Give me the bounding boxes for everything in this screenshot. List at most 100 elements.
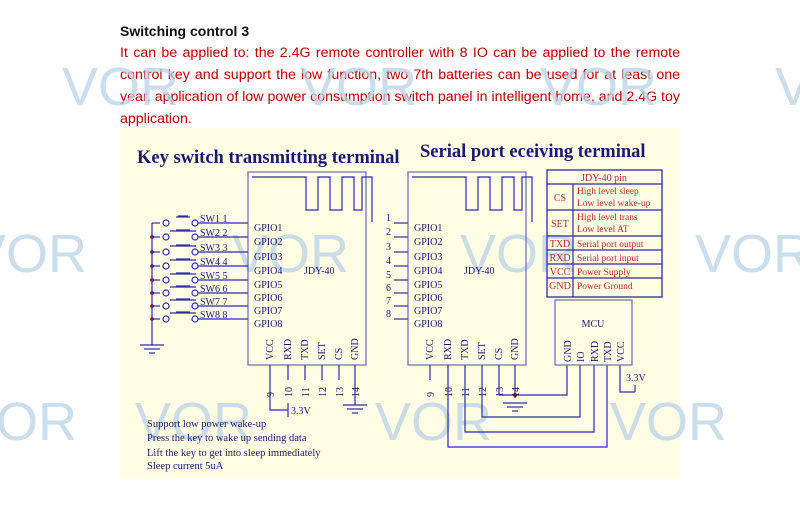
wire — [619, 365, 635, 393]
switch-contact — [191, 289, 199, 297]
switch-label: SW7 7 — [200, 297, 228, 308]
mcu-pin-label: RXD — [590, 341, 601, 362]
wire — [447, 365, 608, 448]
watermark: VOR — [300, 57, 417, 117]
voltage-label: 3.3V — [291, 406, 312, 417]
mcu-pin-label: GND — [563, 340, 574, 362]
diagram-panel — [120, 128, 680, 478]
bottom-pin-label: VCC — [265, 339, 276, 360]
switch-contact — [191, 262, 199, 270]
gpio-label: GPIO7 — [254, 306, 282, 317]
module-outline — [407, 171, 527, 366]
note-line: Sleep current 5uA — [147, 461, 224, 472]
table-desc: High level sleep — [577, 187, 639, 197]
watermark: VOR — [460, 224, 577, 284]
antenna-icon — [252, 176, 373, 222]
junction-dot — [513, 393, 517, 397]
table-pin: GND — [549, 281, 571, 292]
table-title: JDY-40 pin — [581, 173, 627, 184]
note-line: Lift the key to get into sleep immediate… — [147, 448, 321, 459]
switch-contact — [162, 262, 170, 270]
pin-table — [546, 169, 663, 298]
bottom-pin-number: 11 — [301, 387, 312, 397]
switch-contact — [162, 276, 170, 284]
table-pin: RXD — [549, 253, 570, 264]
gpio-label: GPIO3 — [414, 252, 442, 263]
bottom-pin-label: CS — [494, 348, 505, 360]
gpio-label: GPIO1 — [254, 223, 282, 234]
mcu-pin-label: IO — [576, 351, 587, 362]
bottom-pin-number: 13 — [335, 387, 346, 397]
switch-contact — [191, 233, 199, 241]
pin-number: 4 — [386, 256, 391, 267]
switch-contact — [162, 289, 170, 297]
bottom-pin-label: RXD — [283, 339, 294, 360]
voltage-label: 3.3V — [626, 373, 647, 384]
table-pin: TXD — [550, 239, 571, 250]
mcu-box — [554, 299, 633, 366]
table-desc: Serial port input — [577, 254, 639, 264]
table-border — [546, 169, 663, 298]
bottom-pin-number: 10 — [284, 387, 295, 397]
gpio-label: GPIO5 — [254, 280, 282, 291]
note-line: Support low power wake-up — [147, 419, 266, 430]
pin-number: 8 — [386, 309, 391, 320]
gpio-label: GPIO6 — [414, 293, 442, 304]
switch-contact — [162, 248, 170, 256]
gpio-label: GPIO6 — [254, 293, 282, 304]
table-desc: Serial port output — [577, 240, 644, 250]
switch-contact — [191, 315, 199, 323]
switch-label: SW8 8 — [200, 310, 228, 321]
bottom-pin-label: GND — [350, 338, 361, 360]
bottom-pin-number: 14 — [351, 387, 362, 397]
bottom-pin-number: 14 — [511, 387, 522, 397]
table-desc: Power Ground — [577, 282, 633, 292]
switch-label: SW3 3 — [200, 243, 228, 254]
watermark: VOR — [540, 57, 657, 117]
watermark: VOR — [775, 57, 800, 117]
bottom-pin-number: 11 — [461, 387, 472, 397]
bottom-pin-label: RXD — [443, 339, 454, 360]
pin-number: 3 — [386, 242, 391, 253]
gpio-label: GPIO8 — [254, 319, 282, 330]
bottom-pin-number: 13 — [495, 387, 506, 397]
table-desc: High level trans — [577, 213, 638, 223]
watermark: VOR — [232, 224, 349, 284]
bottom-pin-number: 9 — [426, 392, 437, 397]
gpio-label: GPIO7 — [414, 306, 442, 317]
watermark: VOR — [375, 392, 492, 452]
note-line: Press the key to wake up sending data — [147, 433, 307, 444]
left-title: Key switch transmitting terminal — [137, 148, 400, 168]
pin-number: 1 — [386, 213, 391, 224]
wire — [481, 365, 581, 418]
table-pin: VCC — [550, 267, 571, 278]
table-desc: Low level wake-up — [577, 199, 651, 209]
switch-label: SW5 5 — [200, 271, 228, 282]
bottom-pin-number: 9 — [266, 392, 277, 397]
bottom-pin-label: GND — [510, 338, 521, 360]
switch-contact — [162, 233, 170, 241]
switch-contact — [162, 302, 170, 310]
watermark: VOR — [695, 224, 800, 284]
mcu-label: MCU — [582, 319, 606, 330]
wire — [464, 365, 595, 433]
bottom-pin-number: 10 — [444, 387, 455, 397]
section-heading: Switching control 3 — [120, 23, 250, 39]
watermark: VOR — [62, 57, 179, 117]
watermark: VOR — [610, 392, 727, 452]
wire — [269, 365, 288, 411]
switch-contact — [162, 315, 170, 323]
bottom-pin-label: SET — [477, 342, 488, 360]
pin-number: 5 — [386, 270, 391, 281]
watermark: VOR — [0, 224, 87, 284]
bottom-pin-label: TXD — [460, 339, 471, 360]
watermark: VOR — [135, 392, 252, 452]
gpio-label: GPIO3 — [254, 252, 282, 263]
pin-number: 2 — [386, 227, 391, 238]
bottom-pin-label: CS — [334, 348, 345, 360]
switch-contact — [191, 276, 199, 284]
switch-label: SW6 6 — [200, 284, 228, 295]
bottom-pin-number: 12 — [318, 387, 329, 397]
gpio-label: GPIO4 — [254, 266, 282, 277]
